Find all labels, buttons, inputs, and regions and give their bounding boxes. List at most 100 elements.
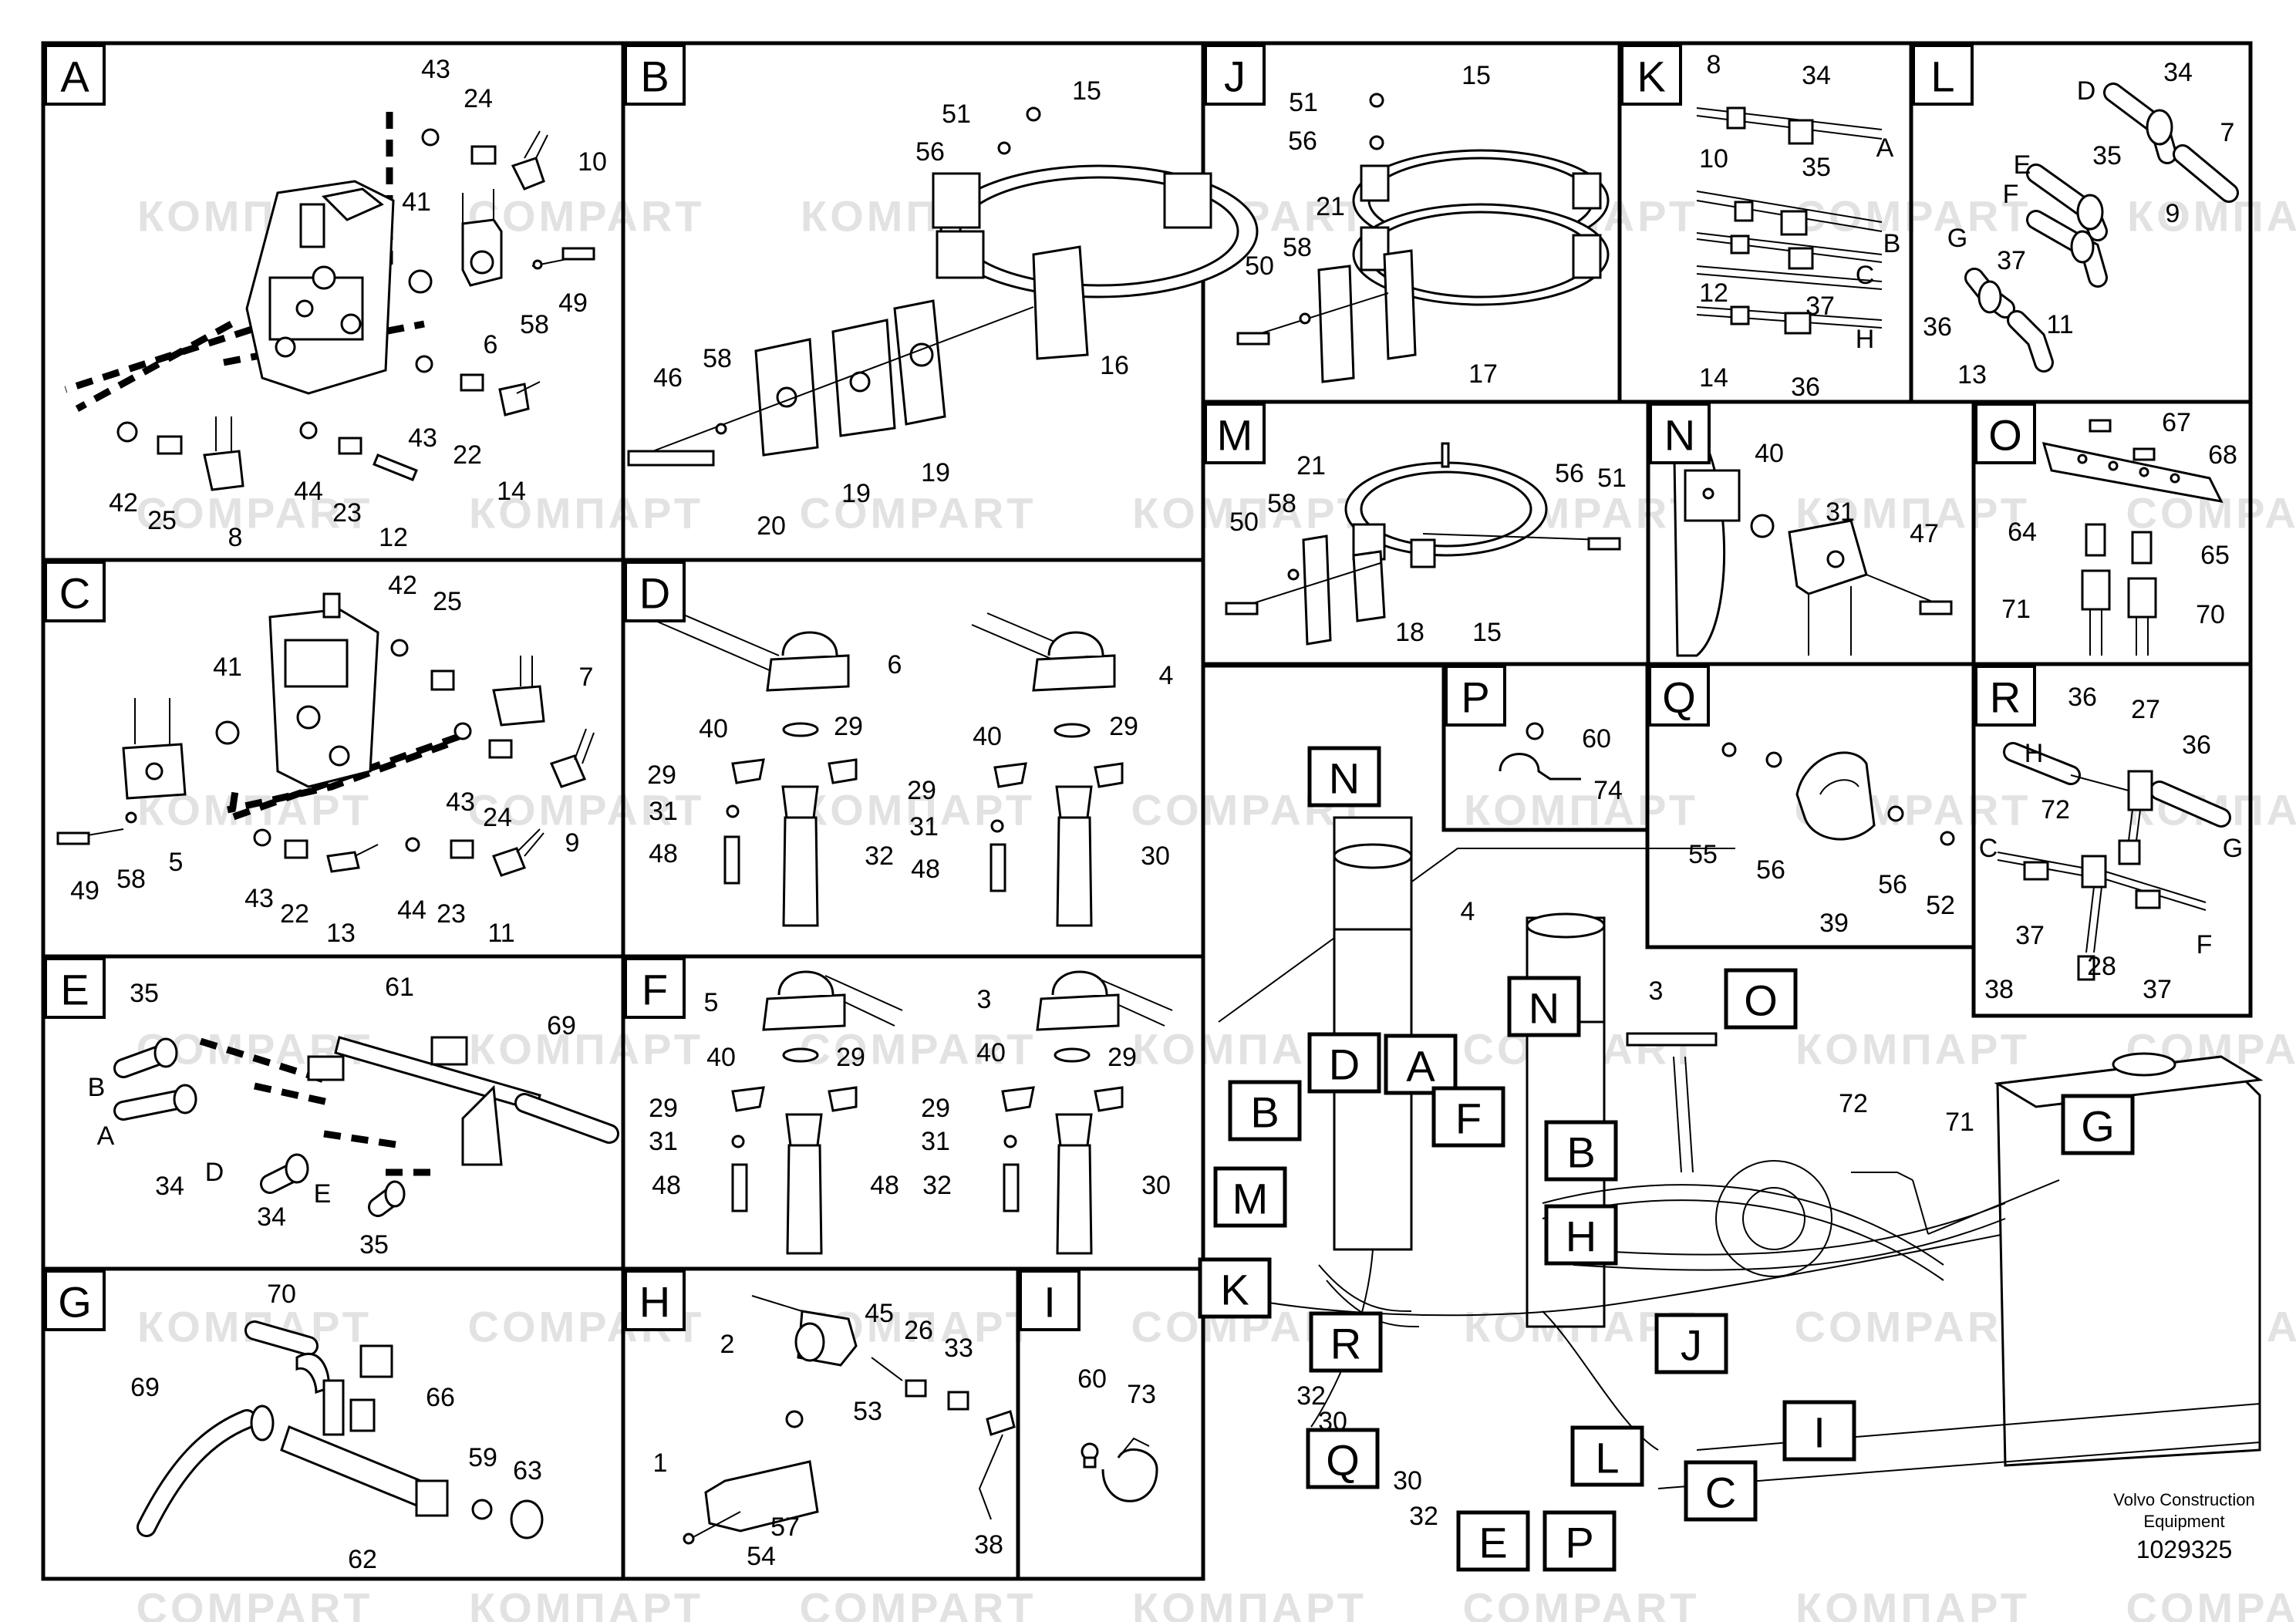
callout-g: 66	[426, 1383, 455, 1412]
callout-a: 44	[294, 477, 323, 506]
panel-n-drawing	[1672, 407, 1953, 657]
panel-label-box-i	[1019, 1270, 1081, 1331]
callout-c: 43	[244, 884, 274, 913]
callout-r: H	[2025, 739, 2044, 768]
callout-d: 30	[1141, 841, 1170, 871]
callout-f: 48	[870, 1171, 899, 1200]
callout-c: 41	[213, 653, 242, 682]
callout-f: 48	[652, 1171, 681, 1200]
panel-label-r: R	[1990, 673, 2021, 722]
watermark-text: COMPART	[800, 1584, 1037, 1622]
overview-badge-n: N	[1329, 754, 1360, 803]
callout-q: 52	[1926, 891, 1955, 920]
overview-badge-box	[1307, 1032, 1381, 1094]
panel-label-l: L	[1930, 52, 1954, 101]
panel-label-b: B	[640, 52, 669, 101]
overview-badge-box	[1544, 1204, 1618, 1266]
overview-badge-e: E	[1478, 1519, 1507, 1567]
panel-r-drawing	[1997, 742, 2231, 981]
panel-i-drawing	[1081, 1437, 1158, 1502]
callout-k: 34	[1802, 61, 1831, 90]
panel-label-q: Q	[1662, 673, 1696, 722]
callout-d: 40	[973, 722, 1002, 751]
watermark-text: КОМПАРТ	[1464, 786, 1698, 835]
callout-p: 74	[1593, 776, 1623, 805]
footer-maker-line1: Volvo Construction	[2113, 1490, 2254, 1509]
callout-i: 60	[1077, 1364, 1107, 1394]
callout-d: 31	[909, 812, 939, 841]
overview-badge-box	[1228, 1080, 1302, 1141]
overview-badge-b: B	[1250, 1088, 1279, 1137]
panel-h-drawing	[683, 1295, 1016, 1545]
callout-k: 37	[1805, 292, 1835, 321]
callout-m: 21	[1296, 451, 1326, 481]
panel-label-box-g	[44, 1270, 106, 1331]
callout-j: 50	[1245, 251, 1274, 281]
callout-d: 29	[647, 760, 676, 790]
callout-h: 2	[720, 1330, 735, 1359]
overview-callout: 3	[1649, 976, 1664, 1006]
panel-label-c: C	[59, 569, 90, 618]
callout-e: 35	[359, 1230, 389, 1259]
callout-k: A	[1876, 133, 1894, 163]
overview-badge-box	[1544, 1120, 1618, 1182]
panel-label-box-d	[624, 561, 686, 622]
overview-badge-box	[1782, 1400, 1856, 1462]
callout-a: 10	[578, 147, 607, 177]
panel-label-box-r	[1974, 665, 2036, 727]
callout-f: 29	[1108, 1043, 1137, 1072]
panel-label-e: E	[60, 966, 89, 1014]
callout-e: 35	[130, 979, 159, 1008]
overview-badge-box	[1456, 1510, 1530, 1572]
callout-b: 56	[915, 137, 945, 167]
callout-a: 14	[497, 477, 526, 506]
callout-k: B	[1883, 229, 1901, 258]
callout-l: 37	[1997, 246, 2026, 275]
overview-callout: 71	[1945, 1108, 1974, 1137]
callout-m: 56	[1555, 459, 1584, 488]
panel-label-box-a	[44, 44, 106, 106]
callout-g: 63	[513, 1456, 542, 1485]
panel-label-h: H	[639, 1278, 670, 1327]
callout-q: 56	[1756, 855, 1785, 885]
panel-label-k: K	[1637, 52, 1665, 101]
panel-j-drawing	[1236, 93, 1610, 383]
overview-badge-box	[1507, 976, 1581, 1037]
overview-callout: 32	[1296, 1381, 1326, 1411]
callout-a: 22	[453, 440, 482, 470]
callout-f: 40	[976, 1038, 1006, 1067]
callout-o: 67	[2162, 408, 2191, 437]
callout-a: 43	[421, 55, 450, 84]
overview-badge-box	[1309, 1311, 1383, 1373]
callout-k: 36	[1791, 373, 1820, 402]
callout-j: 58	[1283, 233, 1312, 262]
callout-a: 12	[379, 523, 408, 552]
panel-label-box-c	[44, 561, 106, 622]
callout-b: 46	[653, 363, 683, 393]
callout-f: 29	[921, 1094, 950, 1123]
panel-m-drawing	[1225, 442, 1621, 646]
callout-r: C	[1979, 834, 1998, 863]
callout-r: G	[2223, 834, 2243, 863]
callout-n: 40	[1755, 439, 1784, 468]
callout-h: 33	[944, 1334, 973, 1363]
callout-m: 18	[1395, 618, 1424, 647]
panel-k-drawing	[1696, 106, 1883, 335]
callout-r: 38	[1984, 975, 2014, 1004]
callout-d: 31	[649, 797, 678, 826]
callout-q: 55	[1688, 840, 1718, 869]
callout-f: 3	[977, 985, 992, 1014]
footer-maker-line2: Equipment	[2143, 1512, 2224, 1531]
overview-badge-h: H	[1566, 1212, 1596, 1261]
overview-badge-box	[2061, 1094, 2135, 1155]
watermark-text: КОМПАРТ	[1132, 1584, 1367, 1622]
callout-e: B	[88, 1073, 106, 1102]
callout-j: 17	[1468, 359, 1498, 389]
callout-r: 27	[2131, 695, 2160, 724]
panel-d-drawing	[655, 609, 1124, 927]
overview-callout: 72	[1839, 1089, 1868, 1118]
overview-callout: 4	[1461, 897, 1475, 926]
callout-g: 59	[468, 1443, 497, 1472]
callout-j: 21	[1316, 192, 1345, 221]
callout-a: 8	[228, 523, 243, 552]
